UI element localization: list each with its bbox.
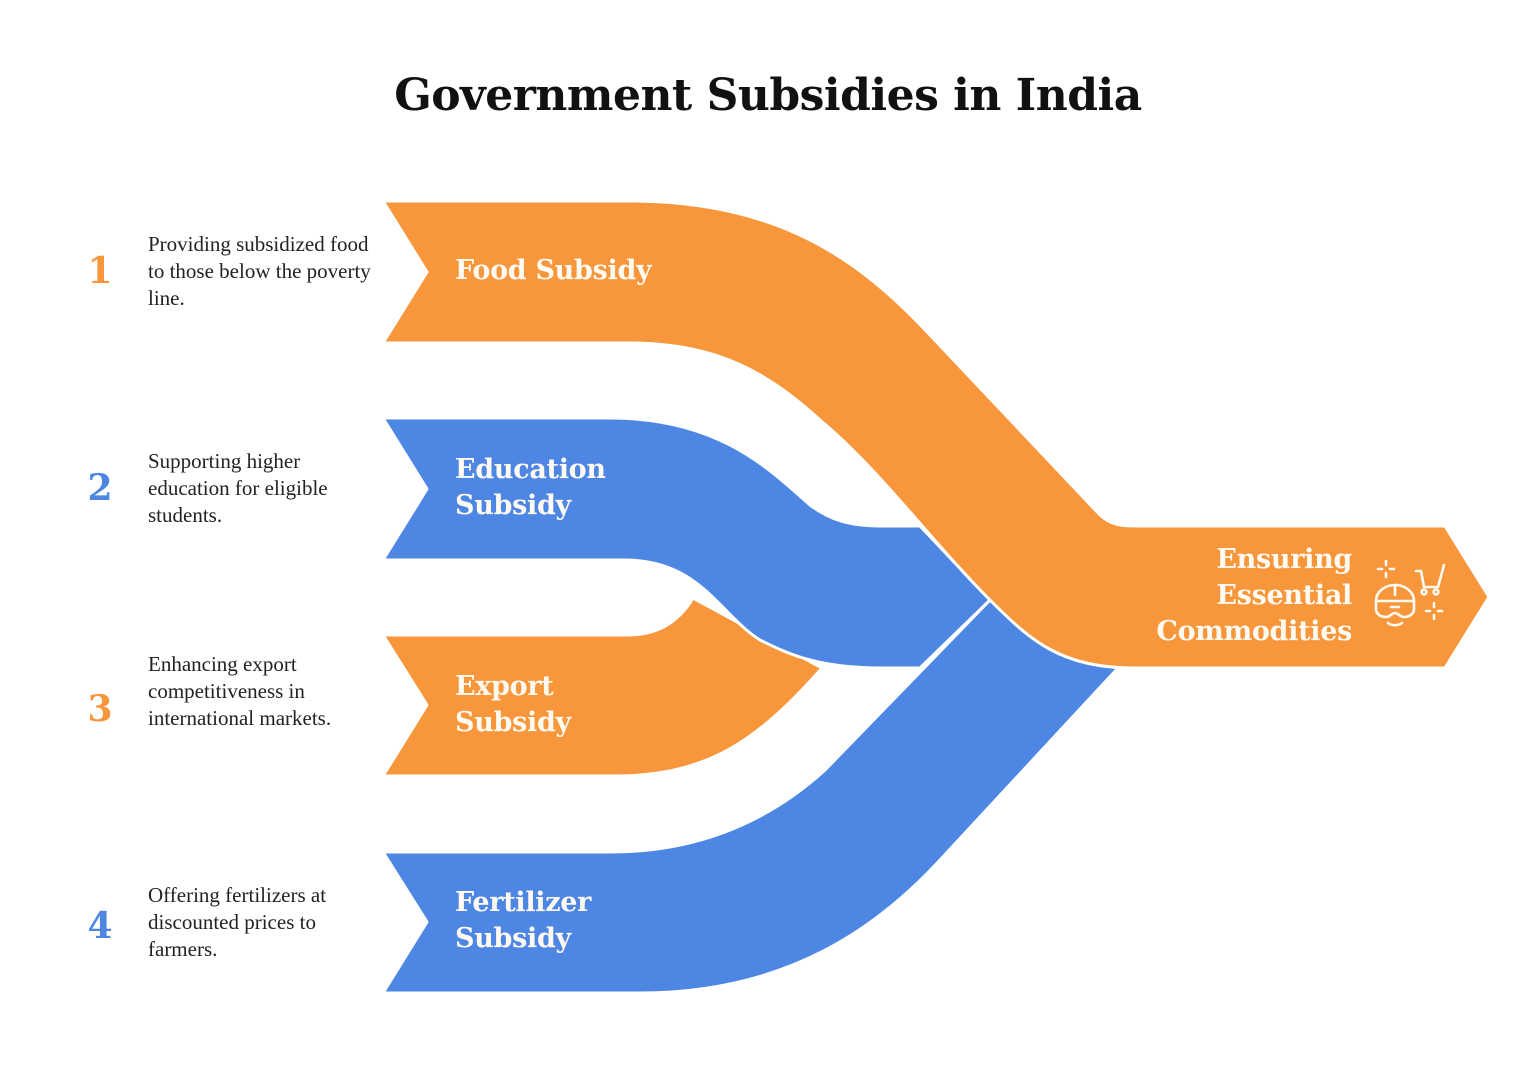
diagram-title: Government Subsidies in India bbox=[394, 70, 1142, 121]
education-subsidy-band bbox=[381, 416, 992, 670]
education-subsidy-label-line-2: Subsidy bbox=[455, 490, 571, 521]
education-subsidy-label-line-1: Education bbox=[455, 454, 606, 485]
education-subsidy-label: Education Subsidy bbox=[455, 452, 606, 524]
export-subsidy-label: Export Subsidy bbox=[455, 669, 571, 741]
step-number-1: 1 bbox=[87, 250, 113, 292]
step-number-3: 3 bbox=[87, 688, 113, 730]
export-subsidy-label-line-2: Subsidy bbox=[455, 707, 571, 738]
food-subsidy-label-line: Food Subsidy bbox=[455, 255, 652, 286]
fertilizer-subsidy-band bbox=[381, 598, 1120, 995]
fertilizer-subsidy-label-line-2: Subsidy bbox=[455, 923, 571, 954]
export-subsidy-label-line-1: Export bbox=[455, 671, 554, 702]
step-description-3: Enhancing export competitiveness in inte… bbox=[148, 652, 332, 730]
food-subsidy-label: Food Subsidy bbox=[455, 253, 652, 289]
step-description-2: Supporting higher education for eligible… bbox=[148, 449, 328, 527]
outcome-label-line-3: Commodities bbox=[1156, 616, 1352, 647]
fertilizer-subsidy-label-line-1: Fertilizer bbox=[455, 887, 592, 918]
outcome-label: Ensuring Essential Commodities bbox=[1120, 542, 1352, 650]
step-number-4: 4 bbox=[87, 905, 113, 947]
vr-headset-shopping-cart-icon bbox=[1374, 559, 1446, 627]
step-description-1: Providing subsidized food to those below… bbox=[148, 232, 371, 310]
export-subsidy-band bbox=[381, 596, 824, 778]
outcome-label-line-2: Essential bbox=[1216, 580, 1352, 611]
step-number-2: 2 bbox=[87, 467, 113, 509]
food-subsidy-band bbox=[381, 199, 1491, 670]
fertilizer-subsidy-label: Fertilizer Subsidy bbox=[455, 885, 591, 957]
step-description-4: Offering fertilizers at discounted price… bbox=[148, 883, 327, 961]
outcome-label-line-1: Ensuring bbox=[1216, 544, 1352, 575]
